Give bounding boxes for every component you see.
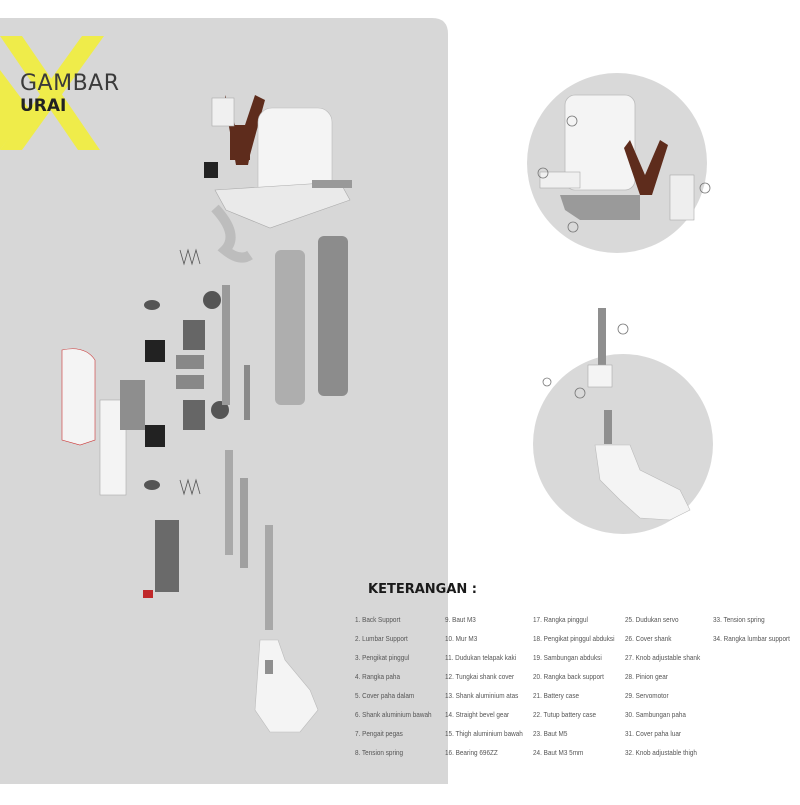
legend-item: 16. Bearing 696ZZ (445, 748, 498, 757)
legend-heading: KETERANGAN : (368, 582, 477, 597)
legend-item: 22. Tutup battery case (533, 710, 597, 719)
legend-item: 2. Lumbar Support (355, 634, 408, 643)
legend-item: 13. Shank aluminium atas (445, 691, 519, 700)
legend-item: 26. Cover shank (625, 634, 672, 643)
legend-column-4: 25. Dudukan servo 26. Cover shank 27. Kn… (625, 610, 715, 762)
page-title: GAMBAR URAI (20, 71, 120, 117)
legend-column-5: 33. Tension spring 34. Rangka lumbar sup… (713, 610, 800, 648)
detail-circle-foot (533, 308, 713, 534)
legend: KETERANGAN : 1. Back Support 2. Lumbar S… (355, 582, 800, 782)
legend-item: 9. Baut M3 (445, 615, 476, 624)
yellow-x-accent (0, 36, 104, 150)
legend-column-3: 17. Rangka pinggul 18. Pengikat pinggul … (533, 610, 623, 762)
legend-item: 7. Pengait pegas (355, 729, 403, 738)
legend-item: 3. Pengikat pinggul (355, 653, 410, 662)
legend-item: 28. Pinion gear (625, 672, 668, 681)
legend-item: 17. Rangka pinggul (533, 615, 588, 624)
legend-item: 15. Thigh aluminium bawah (445, 729, 523, 738)
legend-item: 19. Sambungan abduksi (533, 653, 602, 662)
legend-item: 21. Battery case (533, 691, 580, 700)
legend-item: 24. Baut M3 5mm (533, 748, 584, 757)
legend-item: 10. Mur M3 (445, 634, 478, 643)
legend-item: 29. Servomotor (625, 691, 669, 700)
legend-item: 6. Shank aluminium bawah (355, 710, 432, 719)
detail-circle-hip (527, 73, 711, 253)
legend-item: 18. Pengikat pinggul abduksi (533, 634, 615, 643)
legend-item: 32. Knob adjustable thigh (625, 748, 697, 757)
legend-item: 8. Tension spring (355, 748, 404, 757)
legend-item: 12. Tungkai shank cover (445, 672, 515, 681)
legend-item: 4. Rangka paha (355, 672, 401, 681)
legend-item: 31. Cover paha luar (625, 729, 681, 738)
exploded-parts (61, 95, 352, 733)
legend-item: 30. Sambungan paha (625, 710, 686, 719)
legend-item: 34. Rangka lumbar support (713, 634, 790, 643)
title-line1: GAMBAR (20, 71, 120, 96)
legend-item: 33. Tension spring (713, 615, 765, 624)
legend-column-2: 9. Baut M3 10. Mur M3 11. Dudukan telapa… (445, 610, 533, 762)
legend-item: 5. Cover paha dalam (355, 691, 415, 700)
legend-item: 23. Baut M5 (533, 729, 568, 738)
legend-item: 11. Dudukan telapak kaki (445, 653, 517, 662)
legend-item: 25. Dudukan servo (625, 615, 679, 624)
legend-column-1: 1. Back Support 2. Lumbar Support 3. Pen… (355, 610, 445, 762)
legend-item: 20. Rangka back support (533, 672, 604, 681)
legend-item: 1. Back Support (355, 615, 401, 624)
legend-item: 27. Knob adjustable shank (625, 653, 701, 662)
title-line2: URAI (20, 96, 67, 116)
legend-item: 14. Straight bevel gear (445, 710, 510, 719)
